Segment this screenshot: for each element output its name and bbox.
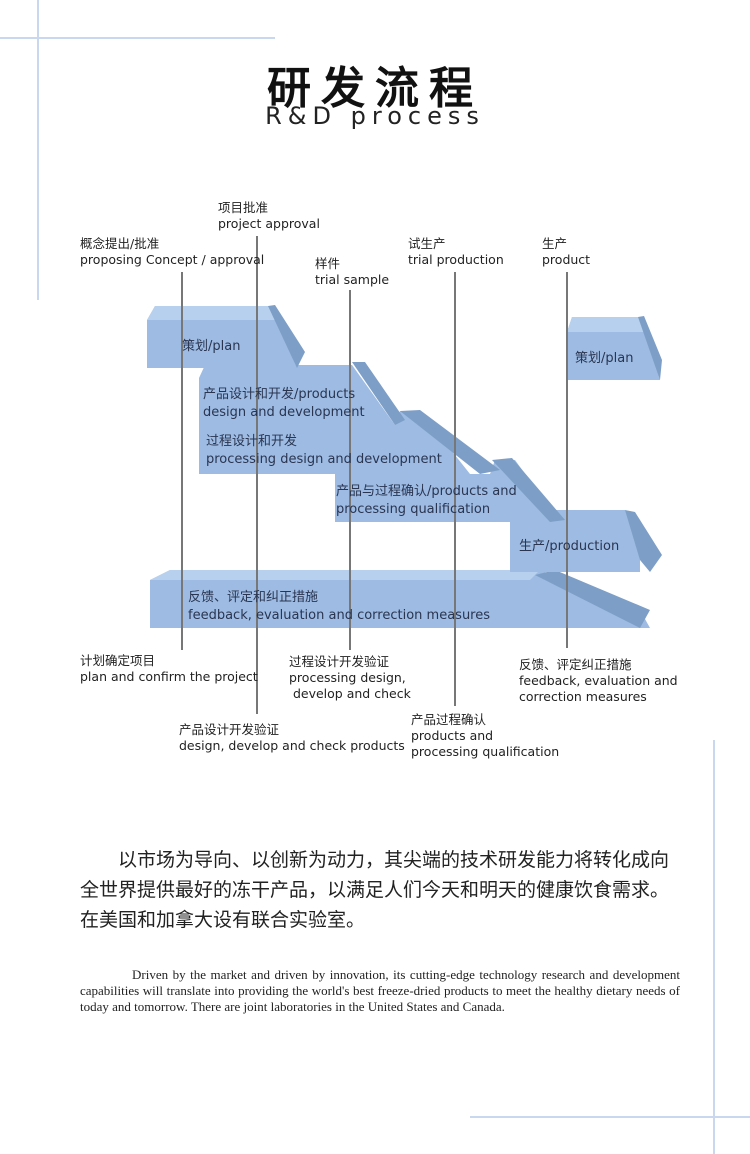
stage-production: 生产/production [519, 539, 620, 554]
body-text-en: Driven by the market and driven by innov… [80, 967, 680, 1014]
process-diagram [147, 305, 662, 628]
stage-qualification-shape [335, 458, 565, 522]
stage-plan-next: 策划/plan [575, 351, 634, 366]
connector-line [566, 272, 568, 648]
decor-line [470, 1116, 750, 1118]
body-text-cn: 以市场为导向、以创新为动力，其尖端的技术研发能力将转化成向全世界提供最好的冻干产… [80, 849, 670, 931]
stage-plan2-shape [567, 316, 662, 380]
stage-plan: 策划/plan [182, 339, 241, 354]
title-cn: 研发流程 [267, 63, 483, 114]
stage-production-shape [510, 510, 662, 572]
title-en: R&D process [265, 102, 485, 130]
decor-line [37, 0, 39, 300]
connector-line [454, 272, 456, 706]
stage-product-design-shape [199, 362, 405, 425]
connector-line [256, 236, 258, 714]
stage-plan-shape [147, 305, 305, 368]
connector-line [181, 272, 183, 650]
connector-line [349, 290, 351, 650]
stage-feedback-shape [150, 570, 650, 628]
stage-process-design-shape [199, 410, 500, 474]
decor-line [0, 37, 275, 39]
decor-line [713, 740, 715, 1154]
